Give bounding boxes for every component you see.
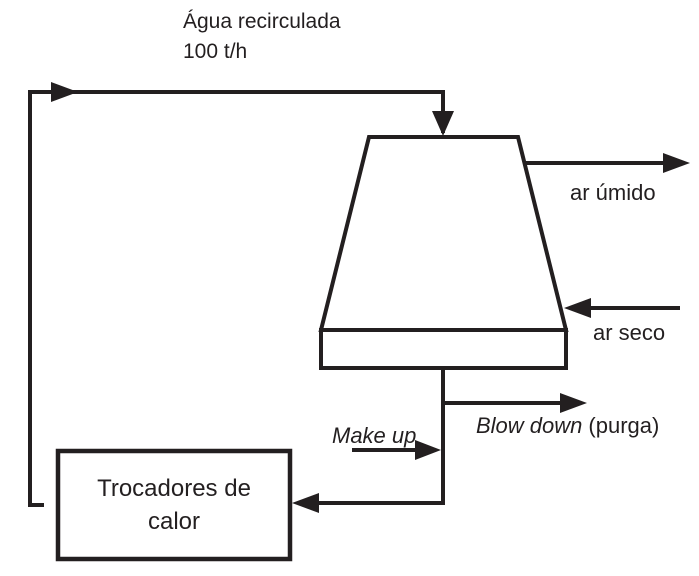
recirculated-water-label: Água recirculada 100 t/h: [183, 7, 341, 67]
heat-exchanger-box: [55, 448, 293, 562]
humid-air-arrowhead: [663, 153, 690, 173]
blow-down-label-suffix: (purga): [588, 413, 660, 438]
heat-exchanger-label-line2: calor: [147, 508, 201, 535]
recirculated-water-arrowhead: [51, 82, 78, 102]
blow-down-label: Blow down(purga): [476, 411, 659, 440]
recirculated-water-flowrate: 100 t/h: [183, 40, 248, 63]
make-up-label: Make up: [332, 423, 417, 448]
blow-down-arrowhead: [560, 393, 587, 413]
heat-exchanger-label-line1: Trocadores de: [97, 475, 251, 502]
return-to-exchanger-arrowhead: [292, 493, 319, 513]
dry-air-arrowhead: [564, 298, 591, 318]
humid-air-label: ar úmido: [570, 180, 656, 205]
cooling-tower-basin: [319, 328, 568, 370]
blow-down-label-main: Blow down: [476, 413, 583, 438]
recirculated-water-label-line1: Água recirculada: [183, 10, 341, 33]
heat-exchanger-label: Trocadores de calor: [58, 451, 290, 559]
tower-inlet-arrowhead: [432, 111, 454, 136]
dry-air-label: ar seco: [593, 320, 666, 345]
cooling-tower-shell: [318, 135, 569, 332]
make-up-arrowhead: [415, 440, 441, 460]
basin-outlet-pipe: [310, 368, 445, 505]
recirculated-water-pipe: [28, 90, 445, 507]
